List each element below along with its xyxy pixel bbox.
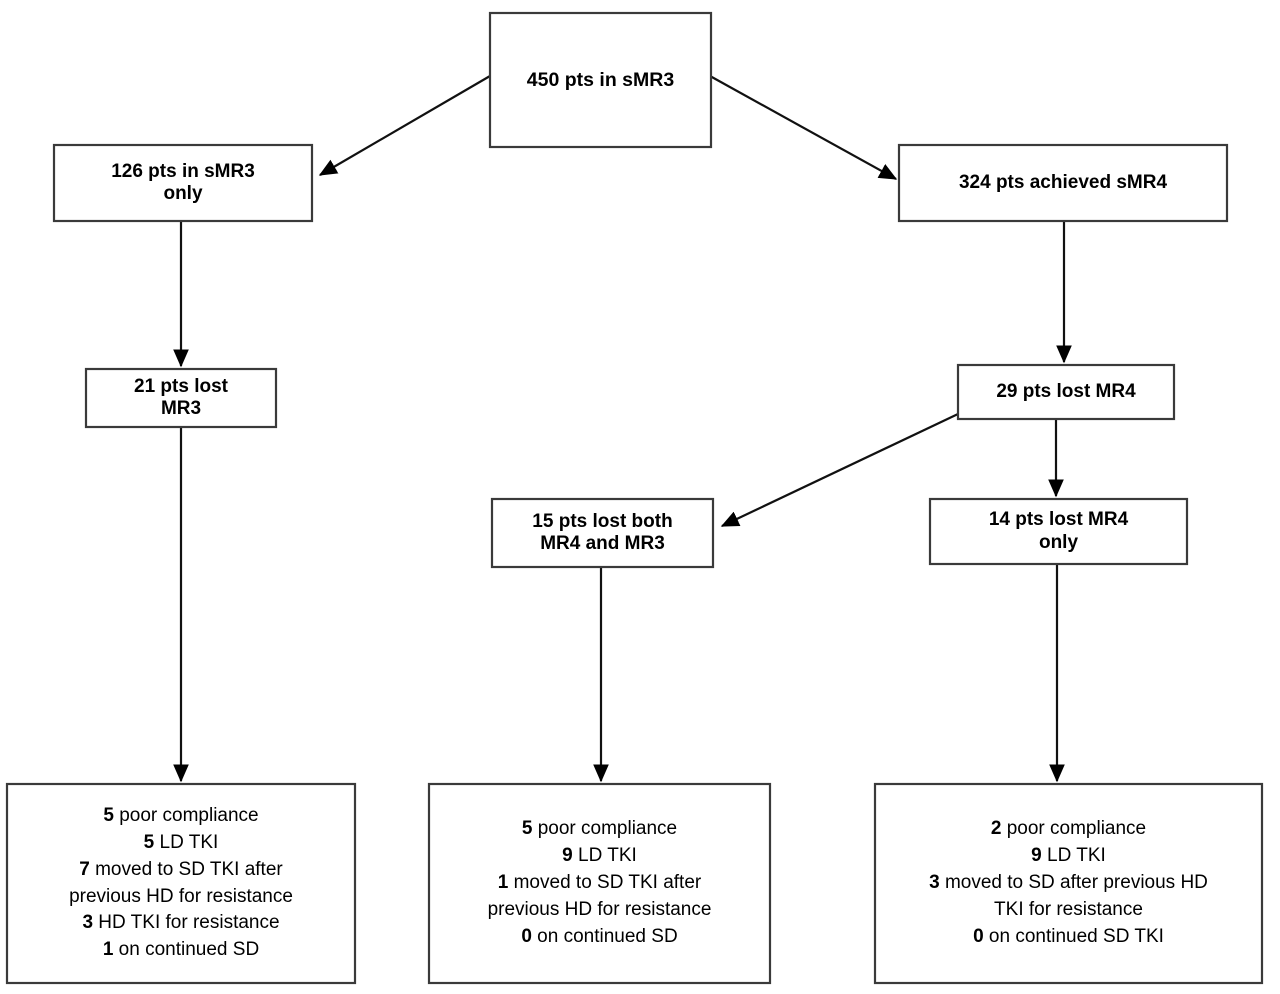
node-box-root	[488, 11, 713, 149]
node-box-outcome-left	[5, 782, 357, 985]
node-box-lost-both	[490, 497, 715, 569]
node-box-smr3-only	[52, 143, 314, 223]
node-box-outcome-middle	[427, 782, 772, 985]
edge-lost-mr4-to-lost-both	[720, 413, 959, 527]
node-box-smr4-achieved	[897, 143, 1229, 223]
node-box-lost-mr3	[84, 367, 278, 429]
node-box-lost-mr4-only	[928, 497, 1189, 566]
node-box-lost-mr4	[956, 363, 1176, 421]
edge-root-to-smr4-achieved	[709, 75, 898, 180]
edge-root-to-smr3-only	[318, 75, 491, 176]
node-box-outcome-right	[873, 782, 1264, 985]
